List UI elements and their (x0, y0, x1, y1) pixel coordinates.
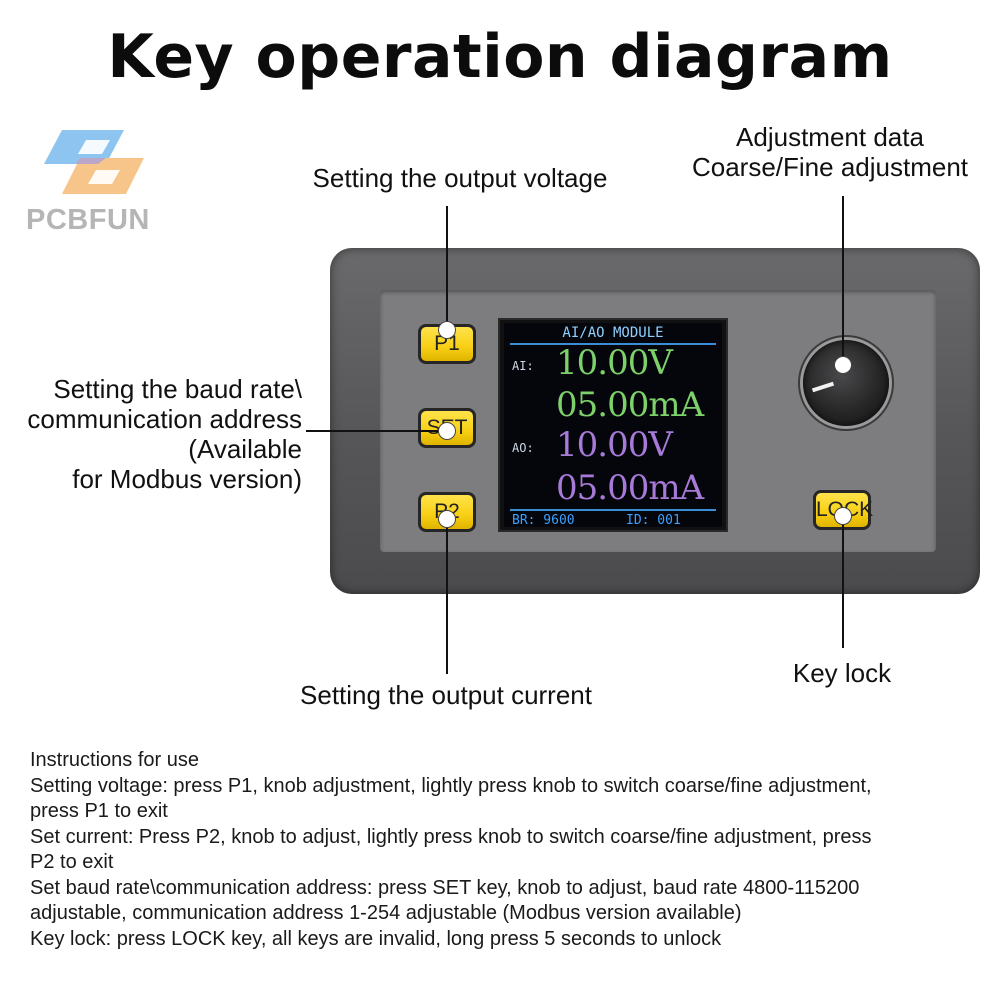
instruction-line: adjustable, communication address 1-254 … (30, 902, 742, 924)
instruction-line: Setting voltage: press P1, knob adjustme… (30, 774, 872, 797)
label-baud-line2: communication address (27, 404, 302, 434)
label-baud-line3: (Available (188, 434, 302, 464)
screen-ai-voltage: 10.00V (556, 343, 673, 383)
callout-line-voltage (446, 206, 448, 330)
instruction-line: Key lock: press LOCK key, all keys are i… (30, 927, 722, 950)
callout-line-adjust (842, 196, 844, 364)
label-baud-line1: Setting the baud rate\ (53, 374, 302, 404)
label-baud-rate: Setting the baud rate\ communication add… (4, 374, 302, 494)
callout-line-baud (306, 430, 450, 432)
brand-name: PCBFUN (26, 204, 150, 236)
adjustment-knob[interactable] (803, 340, 889, 426)
pcbfun-logo-icon (44, 130, 144, 194)
lcd-screen: AI/AO MODULE AI: 10.00V 05.00mA AO: 10.0… (498, 318, 728, 532)
screen-top-rule (510, 343, 716, 345)
instruction-line: Set current: Press P2, knob to adjust, l… (30, 825, 872, 848)
screen-ao-voltage: 10.00V (556, 425, 673, 465)
marker-knob (834, 356, 852, 374)
marker-p2 (438, 510, 456, 528)
instruction-line: Set baud rate\communication address: pre… (30, 876, 860, 899)
screen-header: AI/AO MODULE (562, 325, 664, 341)
marker-p1 (438, 321, 456, 339)
screen-ao-current: 05.00mA (556, 468, 704, 508)
screen-ao-tag: AO: (512, 441, 534, 455)
label-setting-current: Setting the output current (300, 680, 592, 710)
label-adjustment-data: Adjustment data Coarse/Fine adjustment (670, 122, 990, 182)
screen-device-id: ID: 001 (626, 513, 681, 528)
screen-ai-current: 05.00mA (556, 385, 704, 425)
label-baud-line4: for Modbus version) (72, 464, 302, 494)
callout-line-current (446, 518, 448, 674)
screen-bottom-rule (510, 509, 716, 511)
marker-lock (834, 507, 852, 525)
label-adjustment-line1: Adjustment data (736, 122, 924, 152)
label-adjustment-line2: Coarse/Fine adjustment (691, 152, 969, 182)
marker-set (438, 422, 456, 440)
screen-ai-tag: AI: (512, 359, 534, 373)
instructions-heading: Instructions for use (30, 749, 199, 771)
instruction-line: press P1 to exit (30, 800, 168, 822)
screen-baud-rate: BR: 9600 (512, 513, 575, 528)
diagram-title: Key operation diagram (107, 22, 893, 92)
instructions-block: Instructions for use Setting voltage: pr… (30, 748, 980, 952)
instruction-line: P2 to exit (30, 851, 114, 873)
label-setting-voltage: Setting the output voltage (312, 163, 608, 193)
label-key-lock: Key lock (792, 658, 892, 688)
callout-line-lock (842, 516, 844, 648)
